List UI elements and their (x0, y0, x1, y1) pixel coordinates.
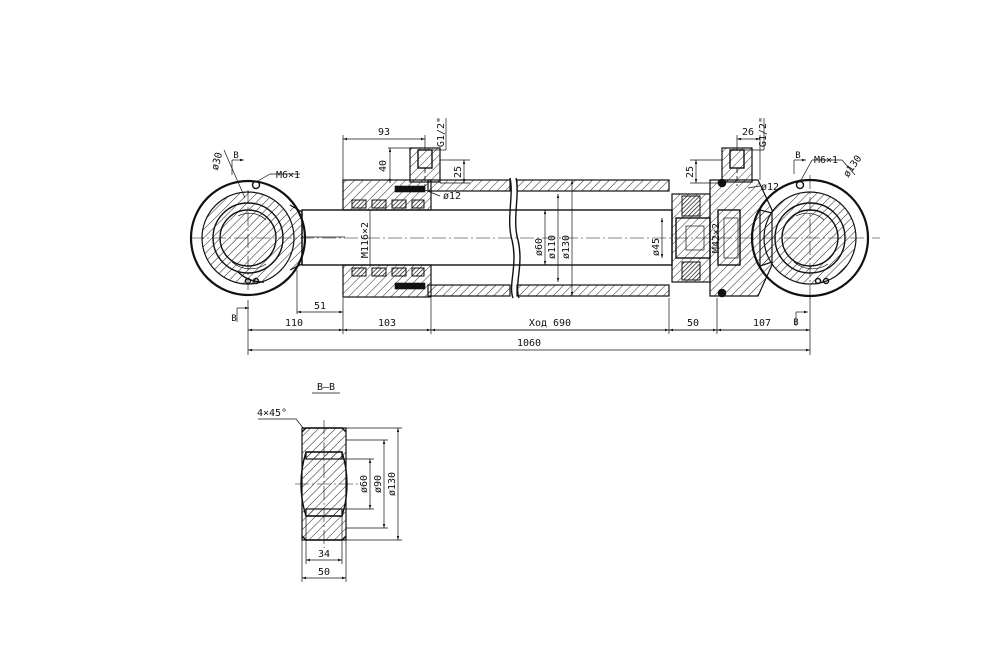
dim-section-phi60: ø60 (359, 475, 370, 493)
rear-cap (709, 178, 773, 298)
thread-m42: M42×2 (711, 223, 722, 253)
dim-phi12-right: ø12 (761, 182, 779, 193)
dim-phi30: ø30 (210, 151, 225, 171)
thread-g12-left: G1/2" (436, 117, 447, 147)
dimension-labels: 110 103 Ход 690 50 107 1060 51 93 40 25 … (210, 117, 864, 349)
thread-m6-left: M6×1 (276, 170, 300, 181)
piston-rod (301, 209, 673, 266)
dim-phi60: ø60 (534, 238, 545, 256)
port-right (721, 147, 753, 186)
section-b-b-view: В–В 4×45° ø60 ø90 ø130 34 (257, 382, 402, 582)
section-mark-right-top: В (795, 151, 800, 161)
dim-26: 26 (742, 127, 754, 138)
dim-25-right: 25 (685, 166, 696, 178)
dim-section-34: 34 (318, 549, 330, 560)
dim-50-rod-end: 50 (687, 318, 699, 329)
right-eye (750, 175, 870, 300)
dim-section-phi130: ø130 (387, 472, 398, 496)
section-mark-left-bottom: В (231, 314, 236, 324)
dim-section-50: 50 (318, 567, 330, 578)
dim-section-phi90: ø90 (373, 475, 384, 493)
dimension-lines (223, 118, 856, 355)
dim-25-left: 25 (453, 166, 464, 178)
dim-phi12-left: ø12 (443, 191, 461, 202)
gland-head (342, 179, 432, 298)
dim-phi130-tube: ø130 (561, 235, 572, 259)
dim-stroke: Ход 690 (529, 318, 571, 329)
section-title: В–В (317, 382, 335, 393)
dim-103: 103 (378, 318, 396, 329)
dim-107: 107 (753, 318, 771, 329)
port-left (409, 147, 441, 186)
section-mark-left-top: В (233, 151, 238, 161)
dim-phi45: ø45 (651, 238, 662, 256)
thread-m6-right: M6×1 (814, 155, 838, 166)
dim-93: 93 (378, 127, 390, 138)
thread-g12-right: G1/2" (758, 117, 769, 147)
dim-51: 51 (314, 301, 326, 312)
dim-phi110: ø110 (547, 235, 558, 259)
main-view: 110 103 Ход 690 50 107 1060 51 93 40 25 … (189, 117, 880, 355)
dim-chamfer: 4×45° (257, 408, 287, 419)
section-mark-right-bottom: В (793, 318, 798, 328)
dim-40: 40 (378, 160, 389, 172)
thread-m116: M116×2 (360, 222, 371, 258)
dim-1060: 1060 (517, 338, 541, 349)
left-rod-eye (189, 179, 307, 297)
dim-110: 110 (285, 318, 303, 329)
piston (671, 193, 711, 283)
dim-phi130-eye: ø130 (842, 154, 865, 180)
